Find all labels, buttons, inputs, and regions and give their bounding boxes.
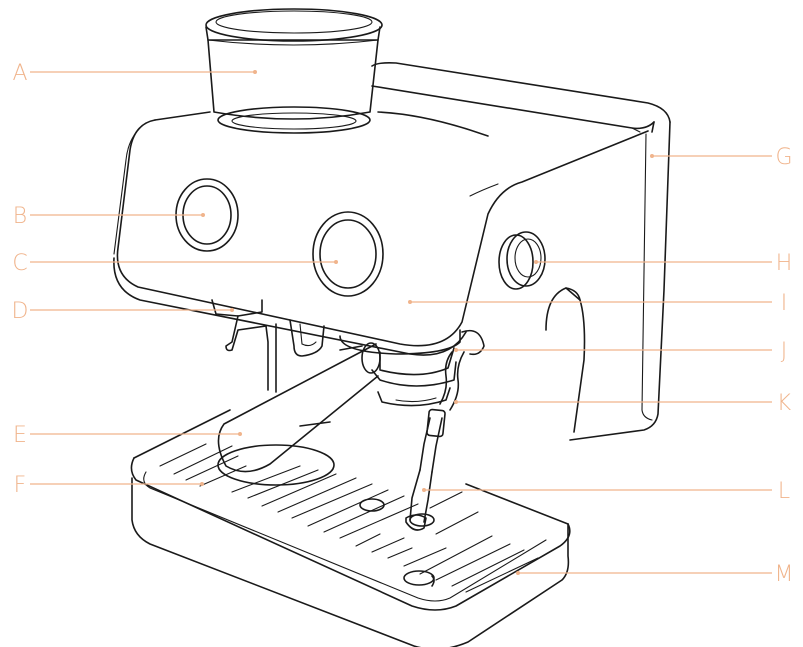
callout-label-k: K	[777, 391, 792, 416]
callout-label-b: B	[13, 204, 27, 229]
callout-label-l: L	[778, 479, 790, 504]
callout-label-h: H	[776, 251, 793, 276]
center-button	[313, 212, 383, 296]
callout-anchor-k	[454, 400, 458, 404]
callout-anchor-i	[408, 300, 412, 304]
top-container	[206, 9, 382, 133]
callout-label-c: C	[12, 251, 27, 276]
callout-anchor-l	[422, 488, 426, 492]
callout-label-g: G	[775, 145, 792, 170]
callout-anchor-e	[238, 432, 242, 436]
top-deck	[372, 63, 670, 132]
espresso-machine-drawing	[114, 9, 670, 647]
portafilter	[218, 343, 456, 472]
side-body	[546, 122, 670, 440]
callout-label-i: I	[781, 291, 788, 316]
callout-label-d: D	[12, 299, 29, 324]
callout-label-m: M	[775, 562, 794, 587]
callout-label-e: E	[13, 423, 27, 448]
callout-anchor-c	[334, 260, 338, 264]
callout-label-f: F	[14, 473, 27, 498]
callout-lines	[30, 70, 772, 575]
callout-anchor-g	[650, 154, 654, 158]
callout-anchor-b	[201, 213, 205, 217]
callout-label-j: J	[781, 339, 788, 364]
callout-labels: A BCD EF G HIJ K L M	[12, 61, 794, 587]
drip-tray	[131, 410, 569, 647]
side-knob	[499, 232, 545, 289]
callout-anchor-m	[516, 571, 520, 575]
callout-anchor-f	[200, 482, 204, 486]
callout-anchor-h	[534, 260, 538, 264]
callout-anchor-j	[454, 348, 458, 352]
callout-anchor-a	[253, 70, 257, 74]
steam-wand	[406, 352, 464, 530]
front-panel	[114, 112, 648, 355]
callout-label-a: A	[12, 61, 27, 86]
callout-anchor-d	[230, 308, 234, 312]
underside	[212, 300, 484, 392]
